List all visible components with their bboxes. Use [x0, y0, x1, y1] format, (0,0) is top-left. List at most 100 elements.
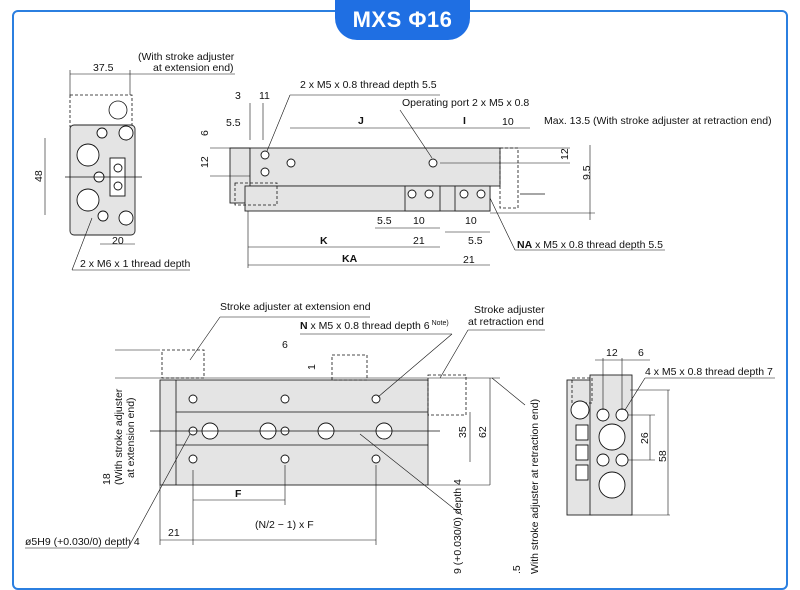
dim-9-5: 9.5 [581, 165, 593, 180]
hole [615, 453, 629, 467]
dim-partial: .5 [511, 565, 523, 574]
leader [71, 217, 93, 271]
dim-6: 6 [638, 347, 644, 359]
max-stroke-note: Max. 13.5 (With stroke adjuster at retra… [544, 115, 772, 127]
dim-12: 12 [606, 347, 618, 359]
dim-11: 11 [259, 90, 270, 102]
stroke-adjuster-ret-label: Stroke adjuster [474, 304, 545, 316]
dim-6: 6 [282, 339, 288, 351]
stroke-adjuster-outline [69, 94, 133, 128]
hole [407, 189, 417, 199]
stroke-adjuster-ext-label: Stroke adjuster at extension end [220, 301, 371, 313]
port-outline [331, 354, 368, 381]
dim-37-5: 37.5 [93, 62, 114, 74]
hole [286, 158, 296, 168]
dim-58: 58 [657, 450, 669, 462]
hole [280, 394, 290, 404]
dim-6: 6 [199, 130, 211, 136]
hole [596, 453, 610, 467]
thread-note: 4 x M5 x 0.8 thread depth 7 [645, 366, 773, 378]
hole [118, 125, 134, 141]
dim-62: 62 [477, 426, 489, 438]
stroke-adjuster-label: (With stroke adjuster [138, 51, 235, 63]
dim-K: K [320, 235, 328, 247]
operating-port-label: Operating port 2 x M5 x 0.8 [402, 97, 529, 109]
leader [624, 377, 646, 411]
hole [615, 408, 629, 422]
hole [188, 454, 198, 464]
right-end-view: 12 6 4 x M5 x 0.8 thread depth 7 26 58 [566, 347, 775, 516]
with-adjuster-ret-note: With stroke adjuster at retraction end) [529, 399, 541, 574]
dim-10: 10 [413, 215, 425, 227]
n-label: N [300, 320, 308, 332]
hole [96, 127, 108, 139]
dim-12: 12 [199, 156, 211, 168]
hole [97, 210, 109, 222]
svg-text:NA x M5 x 0.8 thread depth 5.5: NA x M5 x 0.8 thread depth 5.5 [517, 239, 663, 251]
dim-5-5: 5.5 [468, 235, 483, 247]
dim-21: 21 [413, 235, 425, 247]
leader [359, 433, 463, 516]
dim-35: 35 [457, 426, 469, 438]
thread-note-top: 2 x M5 x 0.8 thread depth 5.5 [300, 79, 437, 91]
technical-drawing: 37.5 (With stroke adjuster at extension … [25, 51, 775, 574]
note-superscript: Note) [432, 320, 449, 327]
dim-18: 18 [101, 473, 113, 485]
port [575, 444, 589, 461]
hole [260, 150, 270, 160]
dim-F: F [235, 488, 242, 500]
table-body [249, 147, 501, 187]
dim-48: 48 [33, 170, 45, 182]
adjuster-outline [161, 349, 205, 379]
pitch-formula: (N/2 − 1) x F [255, 519, 314, 531]
hole [118, 210, 134, 226]
mount-block [404, 185, 441, 212]
adjuster-nut [108, 100, 128, 120]
dim-1: 1 [306, 364, 318, 370]
dim-5-5: 5.5 [377, 215, 392, 227]
dim-10: 10 [502, 116, 514, 128]
dim-I: I [463, 115, 466, 127]
hole [260, 167, 270, 177]
leader [491, 377, 526, 406]
side-view: 2 x M5 x 0.8 thread depth 5.5 3 11 5.5 J… [199, 79, 772, 268]
leader [266, 94, 291, 152]
n-note: x M5 x 0.8 thread depth 6 [308, 320, 430, 332]
hole [188, 394, 198, 404]
port [113, 181, 123, 191]
leader [189, 316, 221, 361]
dim-20: 20 [112, 235, 124, 247]
pin-hole-note-2: 9 (+0.030/0) depth 4 [452, 479, 464, 574]
leader [489, 197, 516, 251]
dim-J: J [358, 115, 364, 127]
dim-12: 12 [559, 148, 571, 160]
hole [424, 189, 434, 199]
port [575, 424, 589, 441]
dim-KA: KA [342, 253, 358, 265]
thread-note: 2 x M6 x 1 thread depth [80, 258, 190, 270]
hole [371, 454, 381, 464]
hole [459, 189, 469, 199]
bore [598, 423, 626, 451]
dim-3: 3 [235, 90, 241, 102]
adjuster-outline [499, 147, 519, 209]
bottom-view: Stroke adjuster at extension end N x M5 … [25, 301, 545, 574]
hole [596, 408, 610, 422]
with-adjuster-ext-note: at extension end) [125, 397, 137, 478]
adjuster-outline [234, 182, 278, 206]
top-left-end-view: 37.5 (With stroke adjuster at extension … [33, 51, 235, 271]
dim-26: 26 [639, 432, 651, 444]
bore [76, 143, 100, 167]
adjuster-nut [570, 400, 590, 420]
model-title: MXS Φ16 [352, 7, 453, 32]
with-adjuster-ext-note: (With stroke adjuster [113, 388, 125, 485]
dim-5-5: 5.5 [226, 117, 241, 129]
port [113, 163, 123, 173]
stroke-adjuster-ret-label: at retraction end [468, 316, 544, 328]
hole [476, 189, 486, 199]
bore [76, 188, 100, 212]
model-title-badge: MXS Φ16 [335, 0, 470, 40]
leader [399, 109, 433, 159]
leader [439, 329, 469, 379]
